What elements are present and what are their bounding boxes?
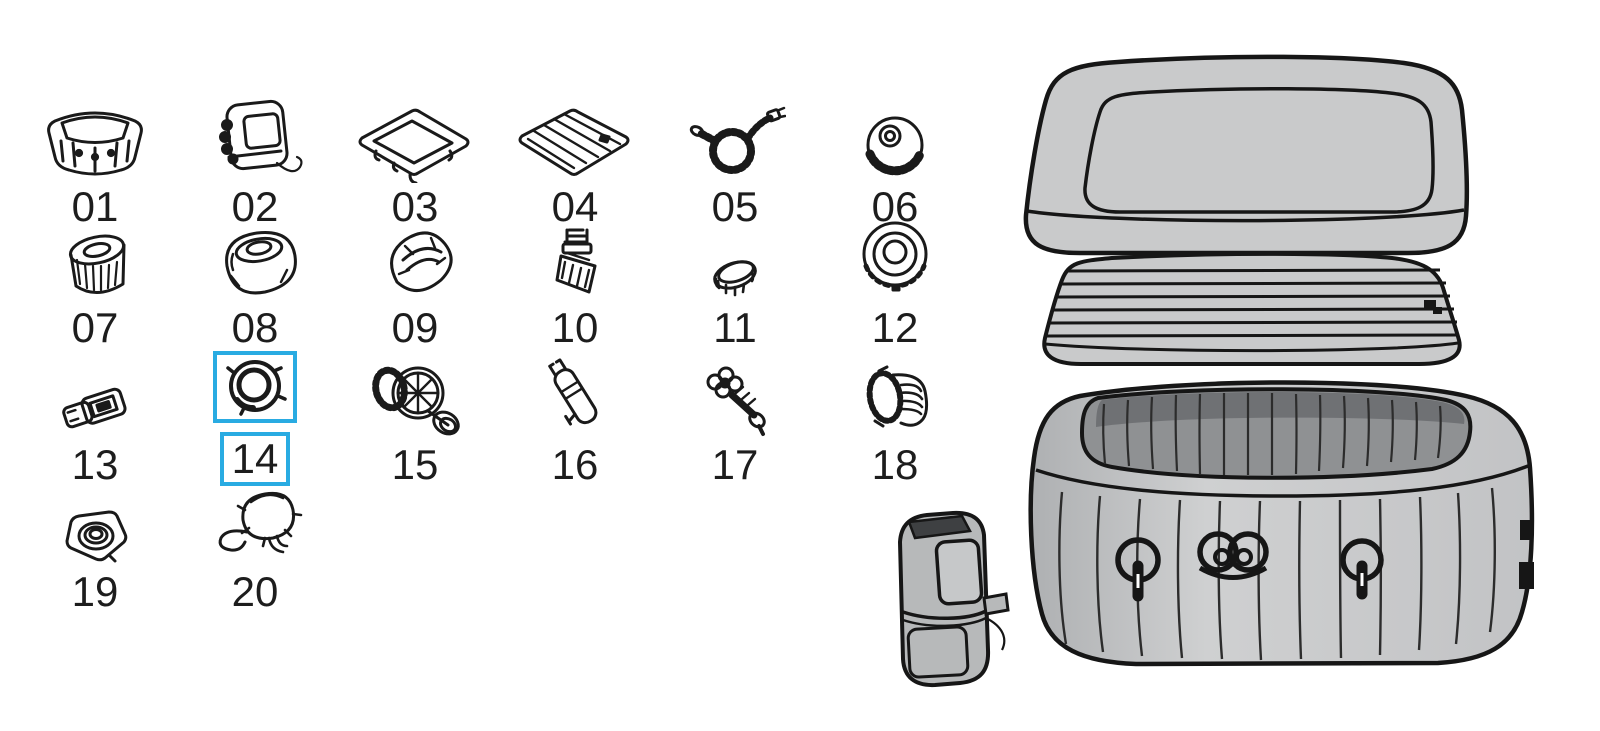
spa-cover — [1023, 54, 1470, 256]
part-number: 16 — [551, 441, 599, 488]
part-number: 12 — [871, 304, 919, 351]
part-12[interactable]: 12 — [815, 221, 975, 351]
tub-jet-center — [1197, 531, 1269, 580]
tub-side-fittings — [1519, 520, 1534, 589]
part-20[interactable]: 20 — [175, 486, 335, 613]
buckle-clip-icon — [54, 377, 136, 441]
part-number: 05 — [711, 183, 759, 230]
part-07[interactable]: 07 — [15, 228, 175, 349]
spa-tub-body — [1028, 380, 1535, 667]
pump-heater-unit-icon — [205, 91, 305, 183]
part-05[interactable]: 05 — [655, 78, 815, 228]
coiled-hose-icon — [684, 105, 786, 183]
part-number: 01 — [71, 183, 119, 230]
filter-housing-icon — [211, 218, 299, 304]
part-04[interactable]: 04 — [495, 78, 655, 228]
part-number: 11 — [713, 304, 757, 351]
threaded-connector-icon — [857, 361, 933, 441]
part-13[interactable]: 13 — [15, 349, 175, 486]
inflatable-bladder-icon — [514, 101, 636, 183]
top-cover-lid-icon — [354, 101, 476, 183]
filter-cover-cap-icon — [371, 218, 459, 304]
tub-jet-right — [1340, 538, 1384, 600]
part-number: 20 — [231, 568, 279, 615]
inflation-adapter-icon — [543, 220, 607, 304]
lock-ring-icon — [213, 351, 297, 423]
dispenser-cap-icon — [857, 105, 933, 183]
part-01[interactable]: 01 — [15, 78, 175, 228]
part-11[interactable]: 11 — [655, 228, 815, 349]
part-number: 17 — [711, 441, 759, 488]
hex-nut-icon — [57, 500, 133, 568]
part-06[interactable]: 06 — [815, 78, 975, 228]
part-17[interactable]: 17 — [655, 349, 815, 486]
part-16[interactable]: 16 — [495, 349, 655, 486]
tub-jet-left — [1115, 537, 1161, 602]
filter-cartridge-icon — [53, 224, 137, 304]
part-03[interactable]: 03 — [335, 78, 495, 228]
part-number: 07 — [71, 304, 119, 351]
part-number: 15 — [391, 441, 439, 488]
part-number: 08 — [231, 304, 279, 351]
pin-tool-icon — [536, 353, 614, 441]
part-08[interactable]: 08 — [175, 228, 335, 349]
mat-valve — [1424, 300, 1442, 314]
part-number: 14 — [231, 435, 279, 482]
part-19[interactable]: 19 — [15, 486, 175, 613]
drain-valve-icon — [696, 353, 774, 441]
part-09[interactable]: 09 — [335, 228, 495, 349]
part-number: 03 — [391, 183, 439, 230]
part-number: 18 — [871, 441, 919, 488]
part-18[interactable]: 18 — [815, 349, 975, 486]
spa-tub-liner-icon — [39, 91, 151, 183]
part-number: 04 — [551, 183, 599, 230]
part-15[interactable]: 15 — [335, 349, 495, 486]
sealing-ring-icon — [705, 250, 765, 304]
part-number: 10 — [551, 304, 599, 351]
part-14[interactable]: 14 — [175, 349, 335, 486]
round-valve-cap-icon — [850, 212, 940, 304]
part-number: 06 — [871, 183, 919, 230]
parts-grid: 01 02 03 — [15, 78, 975, 613]
part-number: 19 — [71, 568, 119, 615]
part-number: 13 — [71, 441, 119, 488]
part-number: 09 — [391, 304, 439, 351]
part-10[interactable]: 10 — [495, 228, 655, 349]
part-number: 02 — [231, 183, 279, 230]
inflatable-bladder-mat — [1042, 251, 1462, 366]
jet-strainer-icon — [366, 353, 464, 441]
stopper-cap-icon — [207, 480, 303, 568]
part-02[interactable]: 02 — [175, 78, 335, 228]
